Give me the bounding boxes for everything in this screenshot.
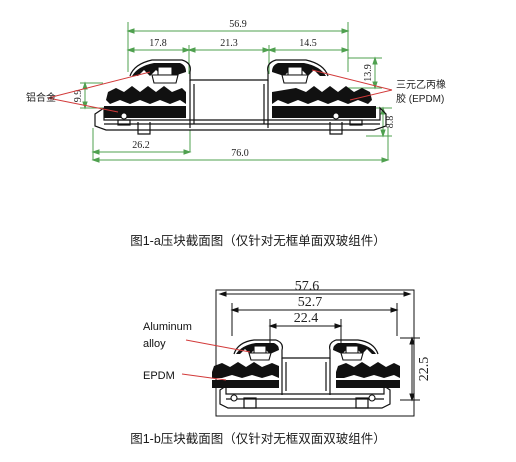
figure-b: 57.6 52.7 22.4 22.5	[143, 279, 432, 417]
dim-b-inner: 22.4	[294, 311, 319, 326]
label-b-aluminum-line1: Aluminum	[143, 321, 192, 333]
caption-figure-b: 图1-b压块截面图（仅针对无框双面双玻组件）	[130, 432, 386, 446]
figure-a-leaders	[47, 69, 393, 113]
dim-a-overall-top: 56.9	[229, 19, 247, 30]
dim-a-left: 17.8	[149, 38, 167, 49]
figure-a-epdm-rubber	[104, 63, 376, 118]
dim-a-middle: 21.3	[220, 38, 238, 49]
dim-b-outer: 57.6	[295, 279, 320, 294]
dim-b-middle: 52.7	[298, 295, 323, 310]
figure-b-dimension-lines	[215, 289, 420, 417]
figure-a-dimension-lines	[80, 22, 392, 163]
label-a-epdm-line2: 胶 (EPDM)	[396, 92, 444, 105]
figure-b-dimension-texts: 57.6 52.7 22.4 22.5	[294, 279, 432, 381]
label-a-aluminum: 铝合金	[26, 91, 56, 104]
label-b-epdm: EPDM	[143, 370, 175, 382]
figure-b-epdm-rubber	[212, 343, 400, 388]
dim-b-height: 22.5	[417, 357, 432, 382]
figure-b-leaders	[181, 339, 251, 381]
dim-a-right-bottom: 8.8	[385, 116, 396, 129]
dim-a-left-vertical: 9.9	[73, 90, 84, 103]
figure-b-aluminum-profile	[219, 339, 391, 409]
figure-b-bolts	[230, 345, 376, 402]
figure-a-bolts	[120, 66, 340, 120]
figure-a: 56.9 17.8 21.3 14.5 26.2 76.0 9.9 13.9 8…	[26, 19, 446, 163]
caption-figure-a: 图1-a压块截面图（仅针对无框单面双玻组件）	[130, 234, 386, 248]
dim-a-right: 14.5	[299, 38, 317, 49]
label-b-aluminum-line2: alloy	[143, 338, 166, 350]
dim-a-right-top: 13.9	[363, 64, 374, 82]
figure-a-dimension-texts: 56.9 17.8 21.3 14.5 26.2 76.0 9.9 13.9 8…	[73, 19, 396, 159]
label-a-epdm-line1: 三元乙丙橡	[396, 78, 446, 91]
dim-a-bottom-left: 26.2	[132, 140, 150, 151]
dim-a-bottom-overall: 76.0	[231, 148, 249, 159]
